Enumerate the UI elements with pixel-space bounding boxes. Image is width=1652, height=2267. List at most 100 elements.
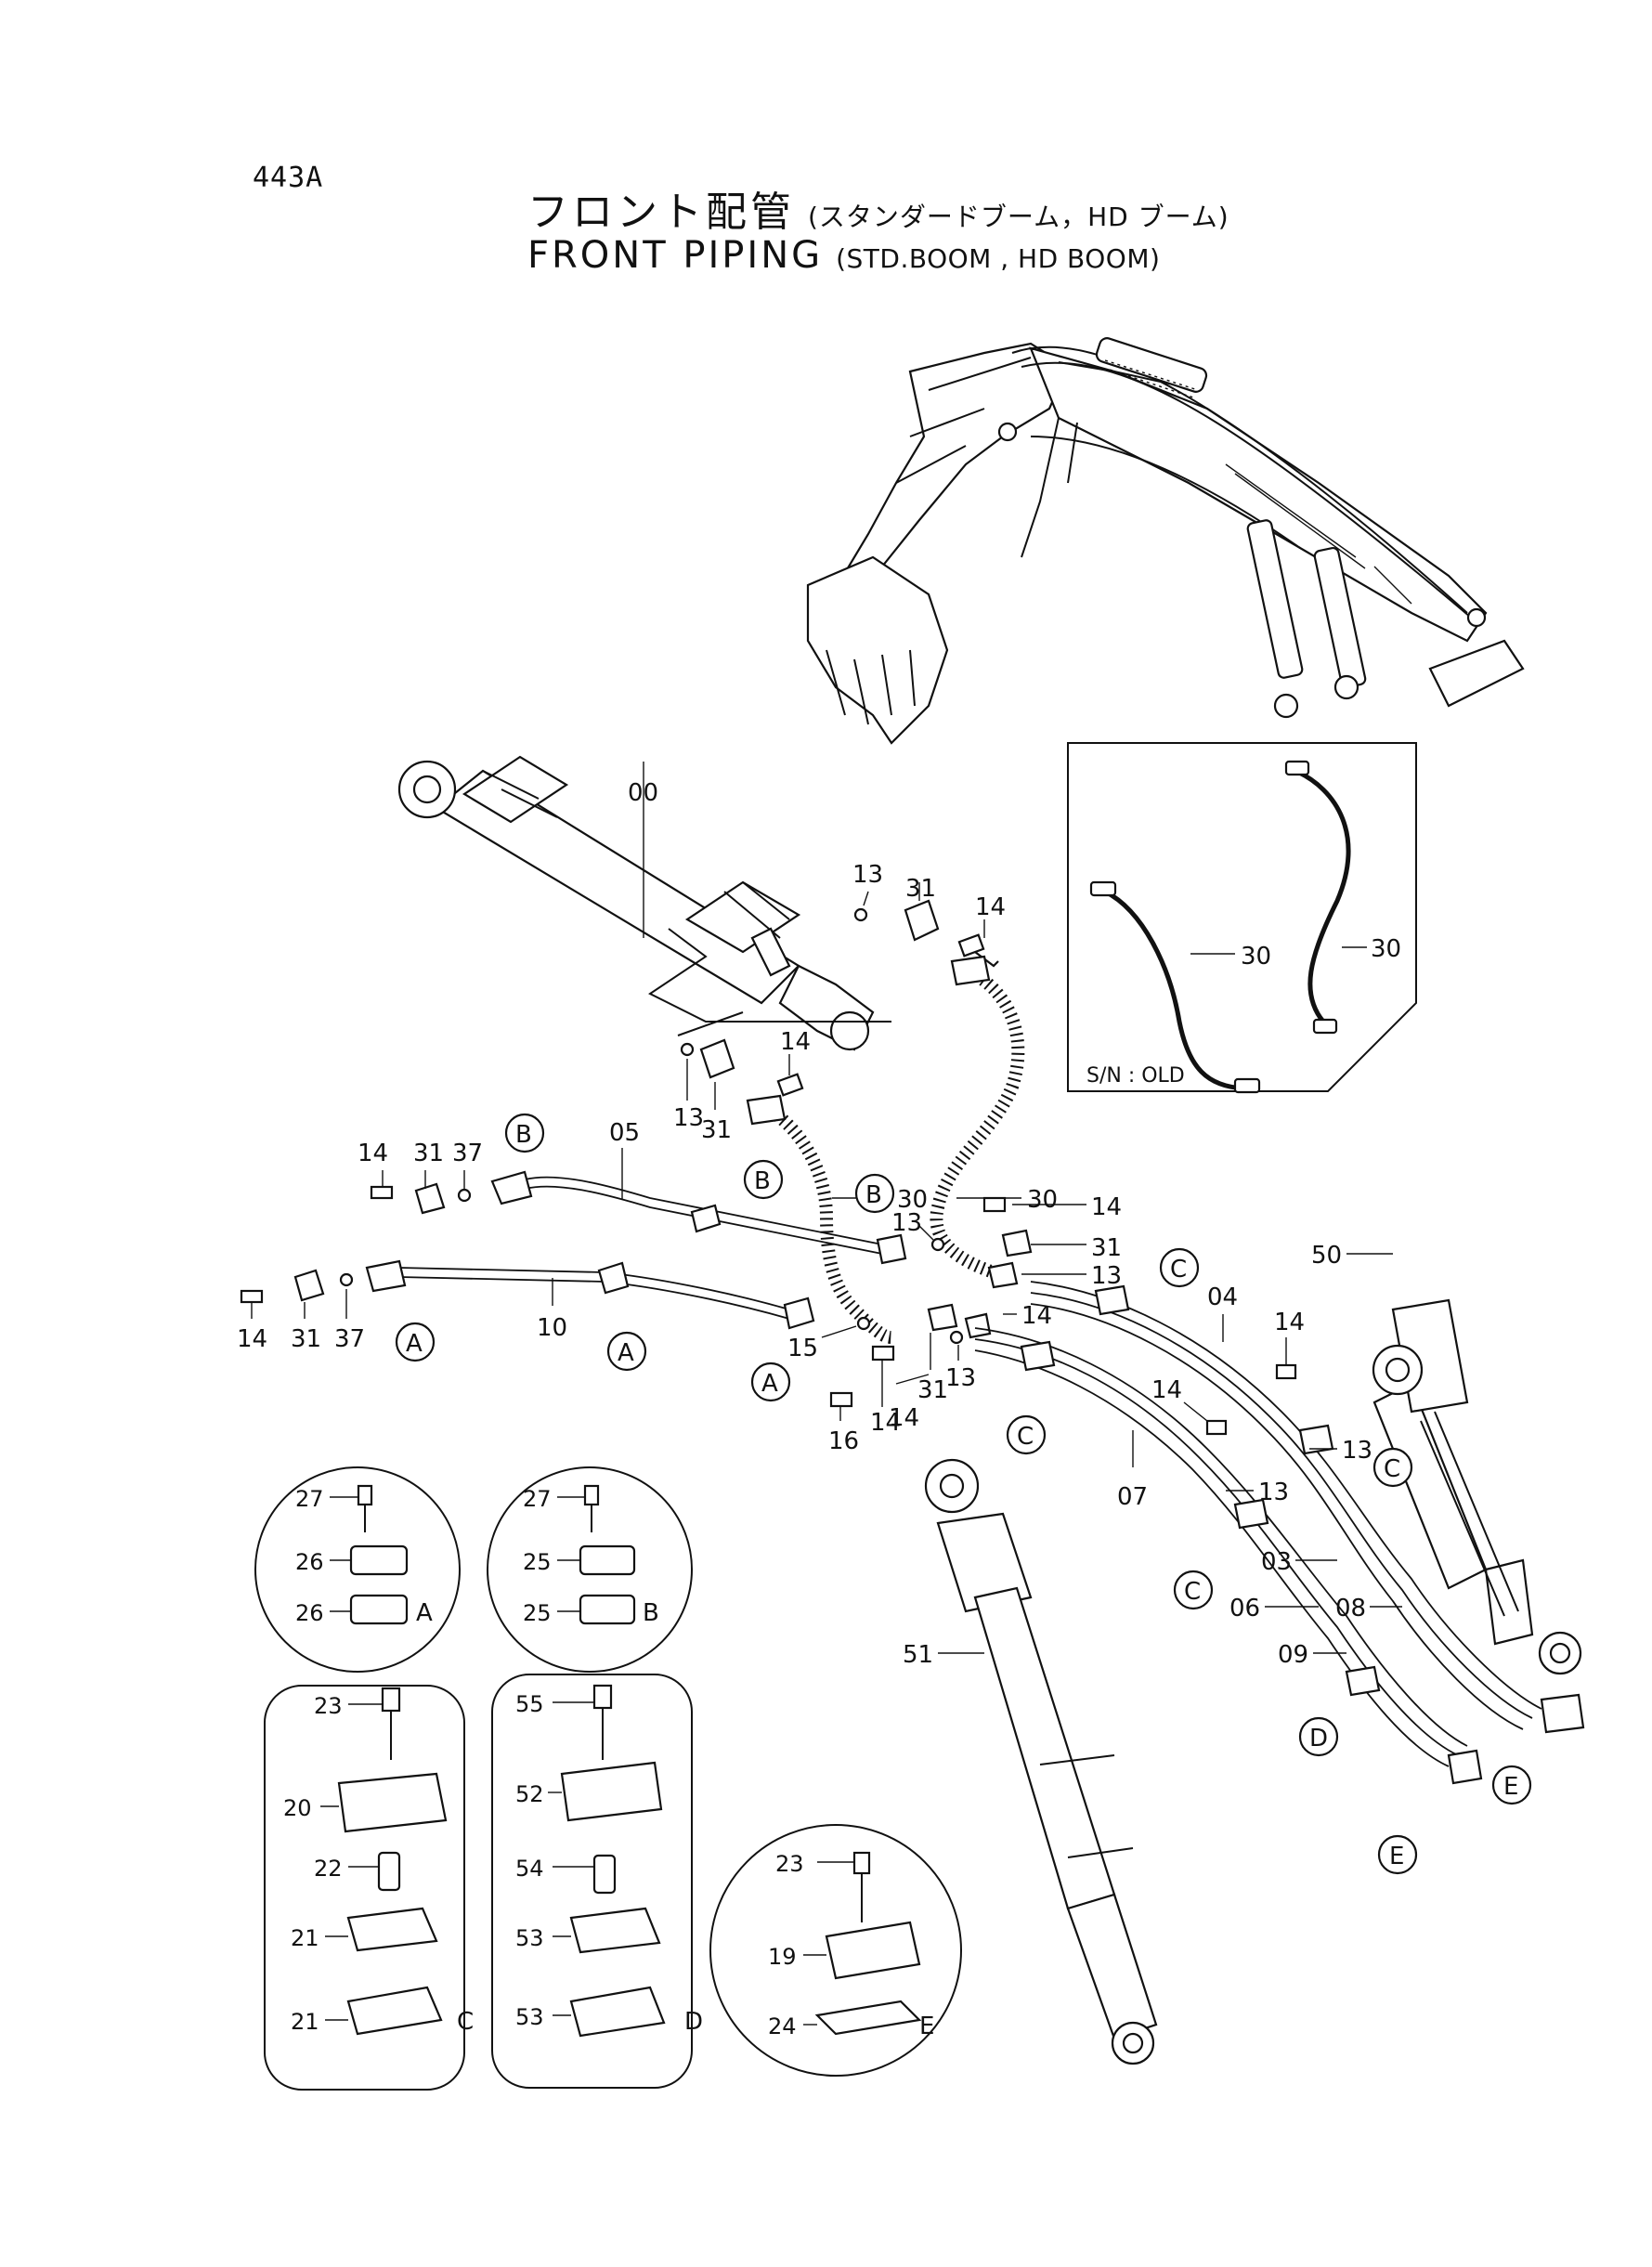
callout-e2-letter: E: [1389, 1843, 1404, 1870]
part-label-31b: 31: [701, 1116, 732, 1144]
detail-c-lower: 21: [291, 2009, 319, 2035]
part-label-13e: 13: [945, 1364, 976, 1392]
part-label-06: 06: [1229, 1595, 1260, 1622]
part-label-00: 00: [628, 779, 658, 807]
part-label-37a: 37: [452, 1140, 483, 1167]
callout-c1-letter: C: [1170, 1256, 1187, 1283]
detail-a-bolt: 27: [295, 1486, 324, 1512]
inset-hose-a-label: 30: [1241, 943, 1271, 971]
inset-old-serial: 30 30 S/N : OLD: [1067, 742, 1417, 1094]
part-label-14f: 14: [870, 1409, 901, 1437]
detail-b: 27 25 25 B: [487, 1466, 693, 1673]
title-english: FRONT PIPING (STD.BOOM , HD BOOM): [527, 234, 1160, 277]
callout-c2-letter: C: [1017, 1423, 1034, 1451]
detail-d: 55 52 54 53 53 D: [491, 1674, 703, 2089]
part-label-14g: 14: [889, 1404, 919, 1432]
part-label-13a: 13: [852, 861, 883, 889]
part-label-15: 15: [787, 1335, 818, 1362]
callout-c4: C: [1173, 1570, 1214, 1610]
part-label-14d: 14: [1091, 1193, 1122, 1221]
detail-e-plate: 24: [768, 2013, 797, 2039]
detail-a: 27 26 26 A: [254, 1466, 461, 1673]
detail-d-tag: D: [684, 2008, 703, 2036]
callout-a1-letter: A: [406, 1330, 423, 1358]
callout-b2: B: [743, 1159, 784, 1200]
part-label-37b: 37: [334, 1325, 365, 1353]
callout-c4-letter: C: [1184, 1578, 1201, 1606]
callout-c3: C: [1372, 1447, 1413, 1488]
callout-a3: A: [750, 1362, 791, 1402]
subtitle-english: (STD.BOOM , HD BOOM): [836, 243, 1161, 274]
part-label-10: 10: [537, 1314, 567, 1342]
part-label-04: 04: [1207, 1283, 1238, 1311]
part-label-51: 51: [903, 1641, 933, 1669]
callout-c1: C: [1159, 1247, 1200, 1288]
callout-b2-letter: B: [754, 1167, 771, 1195]
callout-e2: E: [1377, 1834, 1418, 1875]
detail-b-lower: 25: [523, 1600, 552, 1626]
callout-c2: C: [1006, 1414, 1047, 1455]
callout-a1: A: [395, 1322, 436, 1362]
detail-d-cover: 52: [515, 1781, 544, 1807]
callout-a2: A: [606, 1331, 647, 1372]
part-label-05: 05: [609, 1119, 640, 1147]
part-label-30a: 30: [897, 1186, 928, 1214]
detail-b-bolt: 27: [523, 1486, 552, 1512]
cylinder-50: 50: [1311, 1242, 1582, 1675]
part-label-31d: 31: [1091, 1234, 1122, 1262]
detail-e-clamp: 19: [768, 1944, 797, 1970]
part-label-07: 07: [1117, 1483, 1148, 1511]
part-label-31e: 31: [291, 1325, 321, 1353]
detail-e: 23 19 24 E: [709, 1824, 962, 2077]
callout-d1-letter: D: [1309, 1725, 1328, 1752]
detail-c-spacer: 22: [314, 1856, 343, 1882]
part-label-13b: 13: [673, 1104, 704, 1132]
part-label-31f: 31: [917, 1376, 948, 1404]
cylinder-00: 00: [397, 755, 891, 1051]
detail-b-upper: 25: [523, 1549, 552, 1575]
callouts: B B B A A A C C C C D E E: [395, 1113, 1532, 1875]
part-label-14a: 14: [975, 893, 1006, 921]
callout-d1: D: [1298, 1716, 1339, 1757]
callout-a2-letter: A: [618, 1339, 634, 1367]
callout-c3-letter: C: [1384, 1455, 1400, 1483]
callout-b1: B: [504, 1113, 545, 1153]
part-label-13c: 13: [891, 1209, 922, 1237]
part-label-31a: 31: [905, 875, 936, 903]
detail-c: 23 20 22 21 21 C: [264, 1685, 474, 2091]
part-label-14-hidden: 14: [1151, 1376, 1182, 1404]
title-english-main: FRONT PIPING: [527, 234, 824, 277]
callout-b1-letter: B: [515, 1121, 532, 1149]
detail-e-tag: E: [919, 2013, 934, 2040]
page-number: 443A: [253, 162, 324, 194]
part-label-13d: 13: [1091, 1262, 1122, 1290]
pipe-05: 05 14 31 37: [358, 1119, 907, 1265]
callout-e1: E: [1491, 1765, 1532, 1805]
detail-e-bolt: 23: [775, 1851, 804, 1877]
part-label-14b: 14: [780, 1028, 811, 1056]
subtitle-japanese: (スタンダードブーム，HD ブーム): [808, 202, 1229, 232]
detail-d-upper: 53: [515, 1925, 544, 1951]
callout-b3-letter: B: [865, 1181, 882, 1209]
detail-d-bolt: 55: [515, 1691, 544, 1717]
detail-c-cover: 20: [283, 1795, 312, 1821]
inset-hose-b-label: 30: [1371, 935, 1401, 963]
middle-fittings: 14 31 13 13 14 15 14 31 13: [787, 1193, 1122, 1455]
part-label-09: 09: [1278, 1641, 1308, 1669]
part-label-31c: 31: [413, 1140, 444, 1167]
detail-a-lower: 26: [295, 1600, 324, 1626]
part-label-14c: 14: [358, 1140, 388, 1167]
excavator-overview: [806, 337, 1525, 745]
title-japanese-main: フロント配管: [527, 189, 795, 236]
part-label-50: 50: [1311, 1242, 1342, 1270]
part-label-14i: 14: [1274, 1309, 1305, 1336]
inset-serial-note: S/N : OLD: [1086, 1064, 1185, 1088]
detail-a-tag: A: [416, 1599, 433, 1627]
pipe-10: 10 14 31 37: [237, 1259, 815, 1353]
detail-c-bolt: 23: [314, 1693, 343, 1719]
part-label-03: 03: [1261, 1548, 1292, 1576]
detail-d-lower: 53: [515, 2004, 544, 2030]
detail-d-spacer: 54: [515, 1856, 544, 1882]
part-label-30b: 30: [1027, 1186, 1058, 1214]
